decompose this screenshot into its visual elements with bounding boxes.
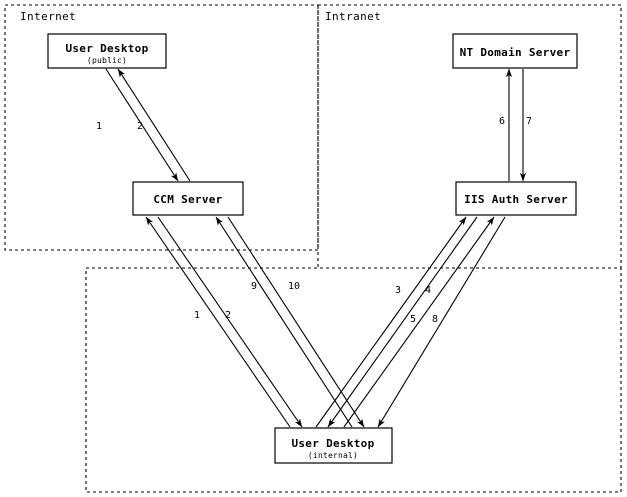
zone-internal-lan-border	[85, 267, 622, 493]
node-title-nt-domain-server: NT Domain Server	[460, 46, 571, 59]
connector-flow-10	[227, 216, 365, 428]
node-ccm-server[interactable]: CCM Server	[132, 181, 244, 216]
flow-label-2: 2	[137, 121, 143, 132]
zone-internet-border	[4, 4, 319, 251]
flow-label-7: 7	[526, 116, 532, 127]
connector-flow-8	[377, 216, 506, 428]
node-box-ccm-server[interactable]	[132, 181, 244, 216]
zone-label-internet: Internet	[20, 10, 76, 23]
flow-label-1b: 1	[194, 310, 200, 321]
node-box-iis-auth-server[interactable]	[455, 181, 577, 216]
node-subtitle-user-desktop-internal: (internal)	[308, 451, 358, 460]
connection-group-iis-ntdomain	[505, 68, 527, 182]
connector-flow-2b	[157, 216, 303, 428]
flow-label-3: 3	[395, 285, 401, 296]
flow-label-8: 8	[432, 314, 438, 325]
node-box-nt-domain-server[interactable]	[452, 33, 578, 69]
connection-group-iis-internal-34	[315, 216, 478, 428]
connection-group-iis-internal-58	[343, 216, 506, 428]
flow-label-10: 10	[288, 281, 300, 292]
connector-flow-9	[215, 216, 353, 428]
node-title-user-desktop-public: User Desktop	[65, 42, 148, 55]
connection-group-ccm-internal-910	[215, 216, 365, 428]
node-title-user-desktop-internal: User Desktop	[291, 437, 374, 450]
node-user-desktop-public[interactable]: User Desktop (public)	[47, 33, 167, 69]
node-subtitle-user-desktop-public: (public)	[87, 56, 127, 65]
flow-label-1: 1	[96, 121, 102, 132]
node-user-desktop-internal[interactable]: User Desktop (internal)	[274, 427, 393, 464]
node-iis-auth-server[interactable]: IIS Auth Server	[455, 181, 577, 216]
connector-flow-3	[315, 216, 467, 428]
flow-label-9: 9	[251, 281, 257, 292]
flow-labels: 1 2 3 4 5 6 7 8 9 10 1 2	[96, 116, 532, 325]
node-box-user-desktop-public[interactable]	[47, 33, 167, 69]
connector-flow-5	[343, 216, 495, 428]
zone-intranet-border	[317, 4, 622, 269]
connector-flow-1	[105, 68, 179, 182]
node-title-iis-auth-server: IIS Auth Server	[464, 193, 568, 206]
flow-label-2b: 2	[225, 310, 231, 321]
flow-label-5: 5	[410, 314, 416, 325]
node-title-ccm-server: CCM Server	[153, 193, 222, 206]
zone-label-intranet: Intranet	[325, 10, 381, 23]
connection-group-ccm-internal-12	[145, 216, 303, 428]
connector-flow-2	[117, 68, 191, 182]
connection-group-public-ccm	[105, 68, 191, 182]
connector-flow-4	[327, 216, 478, 428]
flow-label-6: 6	[499, 116, 505, 127]
zone-boundaries	[4, 4, 622, 493]
connector-flow-1b	[145, 216, 291, 428]
flow-label-4: 4	[425, 285, 431, 296]
node-box-user-desktop-internal[interactable]	[274, 427, 393, 464]
node-nt-domain-server[interactable]: NT Domain Server	[452, 33, 578, 69]
